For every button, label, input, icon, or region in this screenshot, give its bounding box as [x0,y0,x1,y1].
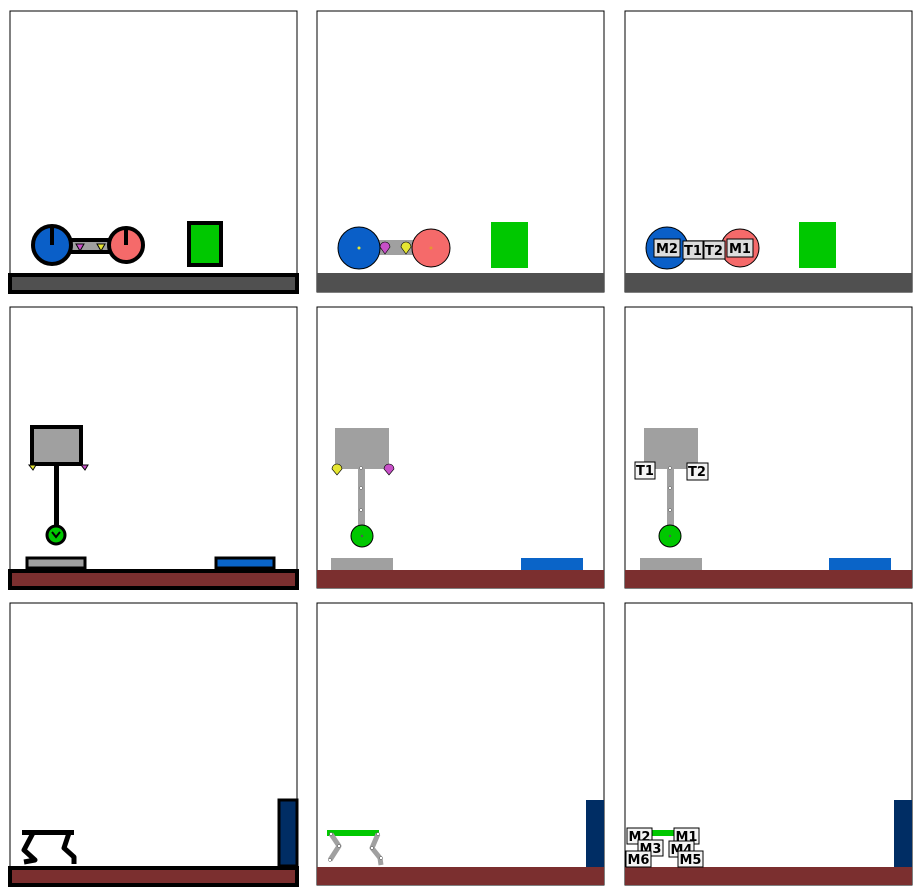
panel-walker-render [316,602,605,886]
magenta-joint [79,464,89,471]
label-text: T1 [636,464,654,479]
label-t1: T1 [682,240,704,260]
blue-platform [214,556,276,570]
ground [317,570,604,588]
ball-center [668,534,672,538]
arm-pin [359,466,363,470]
leg-joint [370,846,374,850]
walker-leg-right [61,832,77,864]
panel-frame [9,602,298,886]
arm-link [667,466,674,530]
walker-leg-right [369,833,384,866]
row-car: M2 T1 T2 M1 [8,10,913,294]
arm-link [54,464,59,526]
arm-pin [668,508,672,512]
ground [625,273,912,292]
green-target [491,222,528,268]
arm-pin [668,466,672,470]
magenta-joint [379,241,391,255]
leg-joint [328,858,332,862]
arm-pin [359,486,363,490]
label-t1: T1 [634,461,656,480]
panel-walker-pixel [8,602,299,887]
leg-joint [379,856,383,860]
ground [8,866,299,887]
navy-wall [277,798,299,868]
label-text: M1 [729,242,751,257]
panel-car-annotated: M2 T1 T2 M1 [624,10,913,293]
ground [317,867,604,885]
blue-platform [521,558,583,570]
wheel-center [429,246,433,250]
panel-arm-pixel [8,306,299,590]
label-m1: M1 [726,238,754,258]
ball-center [360,534,364,538]
ground [317,273,604,292]
blue-platform [829,558,891,570]
gripper-mark [51,531,61,539]
leg-joint [329,832,333,836]
green-target [187,221,223,267]
label-text: M5 [680,853,702,868]
yellow-joint [27,464,37,471]
walker-body [327,830,379,836]
ground [625,570,912,588]
label-m5: M5 [677,850,704,868]
navy-wall [894,800,912,867]
leg-joint [376,832,380,836]
label-text: M2 [656,242,678,257]
panel-arm-render [316,306,605,589]
navy-wall [586,800,604,867]
label-text: T2 [688,465,706,480]
row-arm: T1 T2 [8,306,913,590]
gray-platform [331,558,393,570]
panel-car-pixel [8,10,299,294]
ground [625,867,912,885]
yellow-joint [96,243,106,253]
panel-frame [624,602,913,886]
label-text: M6 [628,853,650,868]
arm-base [335,428,389,469]
magenta-joint [383,463,395,476]
walker-body [636,830,688,836]
label-m6: M6 [625,850,652,868]
label-t2: T2 [703,240,726,260]
panel-car-render [316,10,605,293]
arm-pin [668,486,672,490]
arm-pin [359,508,363,512]
arm-base [30,425,83,466]
panel-walker-annotated: M2 M1 M3 M4 M6 M5 [624,602,913,886]
row-walker: M2 M1 M3 M4 M6 M5 [8,602,913,887]
yellow-joint [331,463,343,476]
gray-platform [25,556,87,570]
gray-platform [640,558,702,570]
panel-frame [316,602,605,886]
magenta-joint [75,243,85,253]
label-t2: T2 [686,462,709,481]
label-text: T1 [684,244,702,259]
leg-joint [337,844,341,848]
label-m2: M2 [653,238,681,258]
walker-body [22,830,74,835]
green-target [799,222,836,268]
wheel-center [357,246,361,250]
gripper-ball [45,524,67,546]
label-text: T2 [705,244,723,259]
ground [8,569,299,590]
walker-leg-left [21,831,38,865]
arm-link [358,466,365,530]
panel-arm-annotated: T1 T2 [624,306,913,589]
yellow-joint [400,241,412,255]
ground [8,273,299,294]
